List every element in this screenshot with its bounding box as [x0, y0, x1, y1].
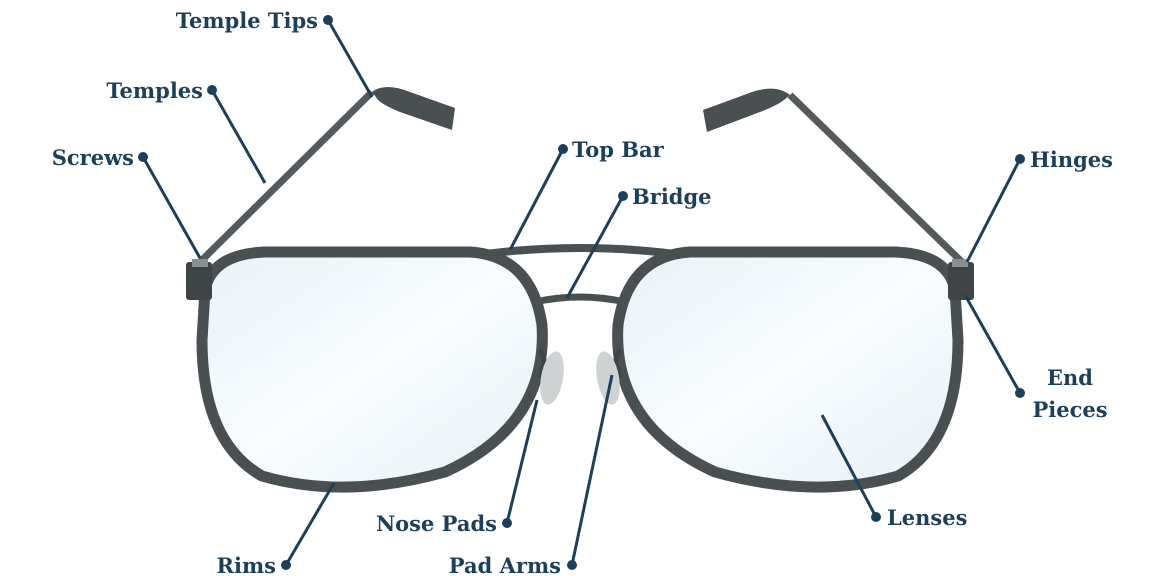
label-pad-arms: Pad Arms: [449, 553, 561, 576]
callout-pad-arms: Pad Arms: [449, 374, 614, 576]
leader-line: [141, 156, 202, 259]
label-hinges: Hinges: [1030, 147, 1113, 172]
leader-line: [508, 148, 565, 251]
leader-dot: [502, 518, 512, 528]
eyeglasses-illustration: [186, 87, 974, 493]
leader-dot: [618, 191, 628, 201]
right-temple-tip: [703, 88, 790, 132]
right-pad-arm: [613, 348, 623, 380]
label-rims: Rims: [217, 553, 276, 576]
left-end-piece: [186, 262, 212, 300]
bridge: [534, 293, 626, 306]
leader-dot: [871, 512, 881, 522]
leader-line: [284, 482, 336, 566]
leader-line: [210, 89, 267, 184]
label-lenses: Lenses: [887, 505, 967, 530]
callout-top-bar: Top Bar: [508, 137, 665, 251]
leader-line: [565, 195, 625, 299]
callout-temples: Temples: [106, 78, 267, 184]
left-temple: [197, 89, 375, 265]
label-temple-tips: Temple Tips: [176, 8, 318, 33]
leader-dot: [138, 152, 148, 162]
label-temples: Temples: [106, 78, 203, 103]
left-lens-rim: [196, 246, 548, 493]
left-temple-tip: [372, 87, 455, 130]
leader-dot: [207, 85, 217, 95]
callout-end-pieces: End Pieces: [963, 294, 1108, 422]
leader-dot: [558, 144, 568, 154]
callout-nose-pads: Nose Pads: [376, 399, 539, 536]
left-pad-arm: [537, 348, 547, 380]
leader-line: [505, 399, 539, 524]
callout-lenses: Lenses: [820, 414, 967, 530]
leader-dot: [323, 15, 333, 25]
callout-screws: Screws: [52, 145, 202, 259]
label-end-pieces-line1: End: [1047, 365, 1093, 390]
leader-line: [326, 19, 374, 98]
leader-dot: [1015, 154, 1025, 164]
leader-line: [820, 414, 878, 518]
left-nose-pad: [540, 351, 564, 405]
right-temple: [787, 92, 965, 265]
leader-line: [965, 158, 1022, 263]
callout-hinges: Hinges: [965, 147, 1113, 263]
callout-bridge: Bridge: [565, 184, 712, 299]
label-top-bar: Top Bar: [572, 137, 665, 162]
leader-dot: [1015, 388, 1025, 398]
left-hinge: [192, 259, 208, 267]
right-hinge: [952, 259, 968, 267]
label-bridge: Bridge: [632, 184, 712, 209]
leader-dot: [281, 560, 291, 570]
label-screws: Screws: [52, 145, 134, 170]
leader-line: [570, 374, 614, 566]
label-nose-pads: Nose Pads: [376, 511, 497, 536]
right-lens-rim: [612, 246, 964, 493]
callout-temple-tips: Temple Tips: [176, 8, 374, 98]
callout-rims: Rims: [217, 482, 336, 576]
label-end-pieces-line2: Pieces: [1032, 397, 1107, 422]
right-end-piece: [948, 262, 974, 300]
leader-dot: [567, 560, 577, 570]
leader-line: [963, 294, 1022, 394]
right-nose-pad: [596, 351, 620, 405]
